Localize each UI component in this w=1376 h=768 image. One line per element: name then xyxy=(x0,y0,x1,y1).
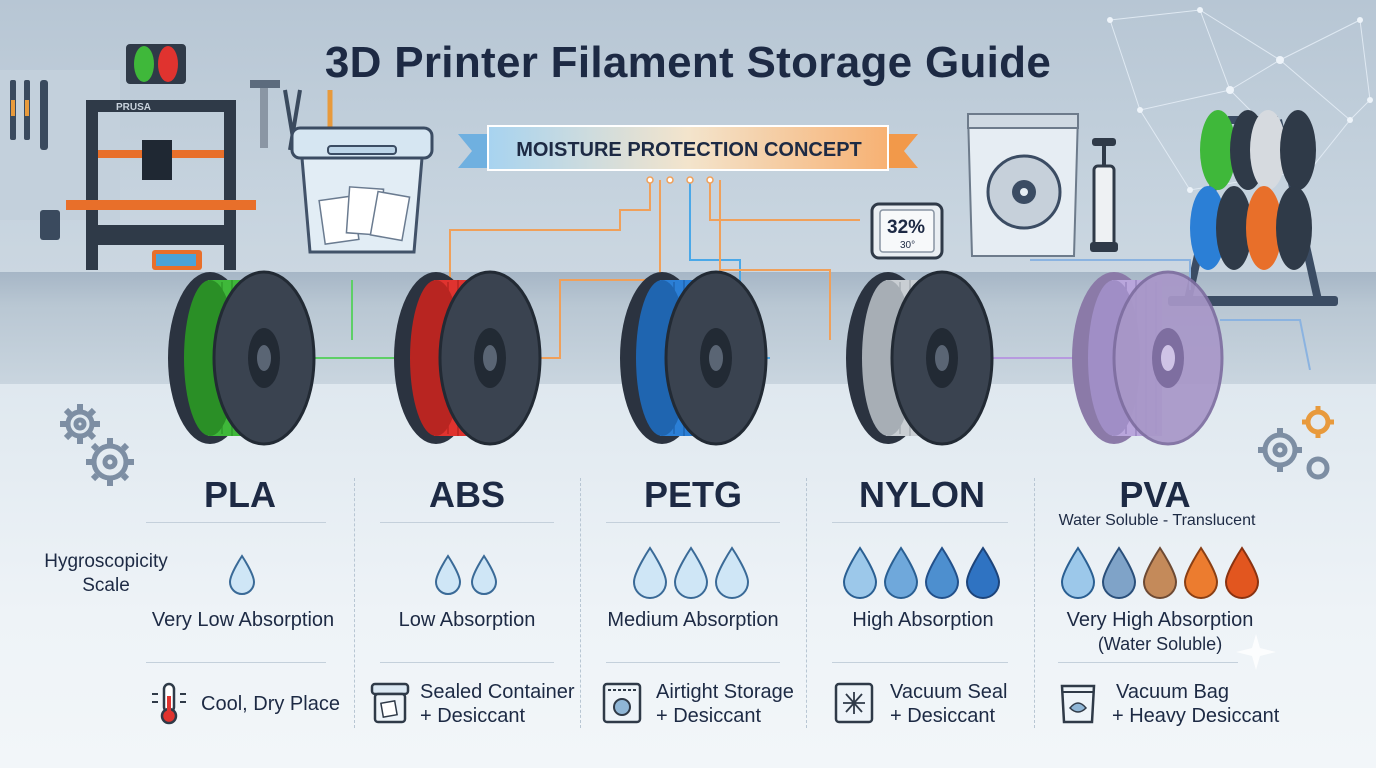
moisture-drops-pva xyxy=(1060,546,1260,599)
spool-rack-illustration xyxy=(1168,110,1338,306)
filament-name-abs: ABS xyxy=(428,474,505,515)
storage-method-nylon-line1: Vacuum Seal xyxy=(890,681,1008,703)
vacuum-pump-icon xyxy=(1090,138,1118,252)
moisture-drops-pla xyxy=(228,554,256,595)
wall-tools-icon xyxy=(0,70,333,240)
airtight-bag-icon xyxy=(602,682,642,724)
absorption-level-abs: Low Absorption xyxy=(398,609,536,631)
divider-line xyxy=(832,662,1008,663)
storage-method-abs-line2: + Desiccant xyxy=(420,705,526,727)
vacuum-bag-icon xyxy=(1060,684,1096,724)
spool-pva xyxy=(1072,270,1224,446)
printer-brand-label: PRUSA xyxy=(116,102,151,113)
divider-line xyxy=(380,522,554,523)
divider-line xyxy=(146,522,326,523)
spool-petg xyxy=(620,270,768,446)
filament-name-petg: PETG xyxy=(643,474,742,515)
storage-method-petg: Airtight Storage + Desiccant xyxy=(656,680,794,728)
divider-line xyxy=(606,522,780,523)
hygroscopicity-scale-label: Hygroscopicity Scale xyxy=(44,551,168,596)
storage-method-nylon-line2: + Desiccant xyxy=(890,705,996,727)
absorption-level-pva: Very High Absorption (Water Soluble) xyxy=(1040,608,1280,656)
spool-abs xyxy=(394,270,542,446)
spool-nylon xyxy=(846,270,994,446)
filament-name-pva: PVA xyxy=(1119,474,1191,515)
gears-left-icon xyxy=(60,404,134,486)
absorption-level-nylon: High Absorption xyxy=(852,609,994,631)
page-title: 3D Printer Filament Storage Guide xyxy=(324,38,1052,87)
storage-method-pva: Vacuum Bag + Heavy Desiccant xyxy=(1112,680,1279,728)
banner-ribbon xyxy=(458,125,918,171)
storage-method-pva-line1: Vacuum Bag xyxy=(1116,681,1230,703)
column-divider xyxy=(1034,478,1035,728)
moisture-drops-petg xyxy=(632,546,750,599)
storage-method-nylon: Vacuum Seal + Desiccant xyxy=(890,680,1007,728)
spool-pla xyxy=(168,270,316,446)
absorption-level-pva-text: Very High Absorption xyxy=(1066,609,1254,631)
moisture-drops-nylon xyxy=(842,546,1001,599)
3d-printer-illustration: PRUSA xyxy=(66,44,256,270)
column-divider xyxy=(806,478,807,728)
moisture-drops-abs xyxy=(434,554,498,595)
filament-name-nylon: NYLON xyxy=(859,474,985,515)
banner-label: MOISTURE PROTECTION CONCEPT xyxy=(516,139,862,161)
storage-method-abs-line1: Sealed Container xyxy=(420,681,575,703)
storage-method-petg-line2: + Desiccant xyxy=(656,705,762,727)
absorption-level-petg: Medium Absorption xyxy=(607,609,779,631)
vacuum-bag-illustration xyxy=(966,113,1080,257)
gears-right-icon xyxy=(1258,406,1334,480)
hygrometer-sub-reading: 30° xyxy=(900,240,915,251)
storage-method-pla: Cool, Dry Place xyxy=(201,693,340,715)
divider-line xyxy=(380,662,554,663)
absorption-level-pla: Very Low Absorption xyxy=(151,609,335,631)
storage-method-pva-line2: + Heavy Desiccant xyxy=(1112,705,1280,727)
storage-method-petg-line1: Airtight Storage xyxy=(656,681,794,703)
divider-line xyxy=(1058,662,1238,663)
divider-line xyxy=(832,522,1008,523)
divider-line xyxy=(146,662,326,663)
column-divider xyxy=(354,478,355,728)
hygrometer-icon: 32% 30° xyxy=(870,202,944,260)
thermometer-icon xyxy=(152,682,186,725)
divider-line xyxy=(606,662,780,663)
sealed-container-icon xyxy=(370,682,410,724)
filament-subtitle-pva: Water Soluble - Translucent xyxy=(1058,512,1256,529)
absorption-note-pva: (Water Soluble) xyxy=(1097,634,1223,654)
hygrometer-reading: 32% xyxy=(887,217,925,238)
filament-name-pla: PLA xyxy=(204,474,276,515)
sparkle-icon xyxy=(1236,634,1276,670)
storage-method-abs: Sealed Container + Desiccant xyxy=(420,680,575,728)
vacuum-seal-icon xyxy=(834,682,874,724)
column-divider xyxy=(580,478,581,728)
storage-container-illustration xyxy=(290,126,434,254)
